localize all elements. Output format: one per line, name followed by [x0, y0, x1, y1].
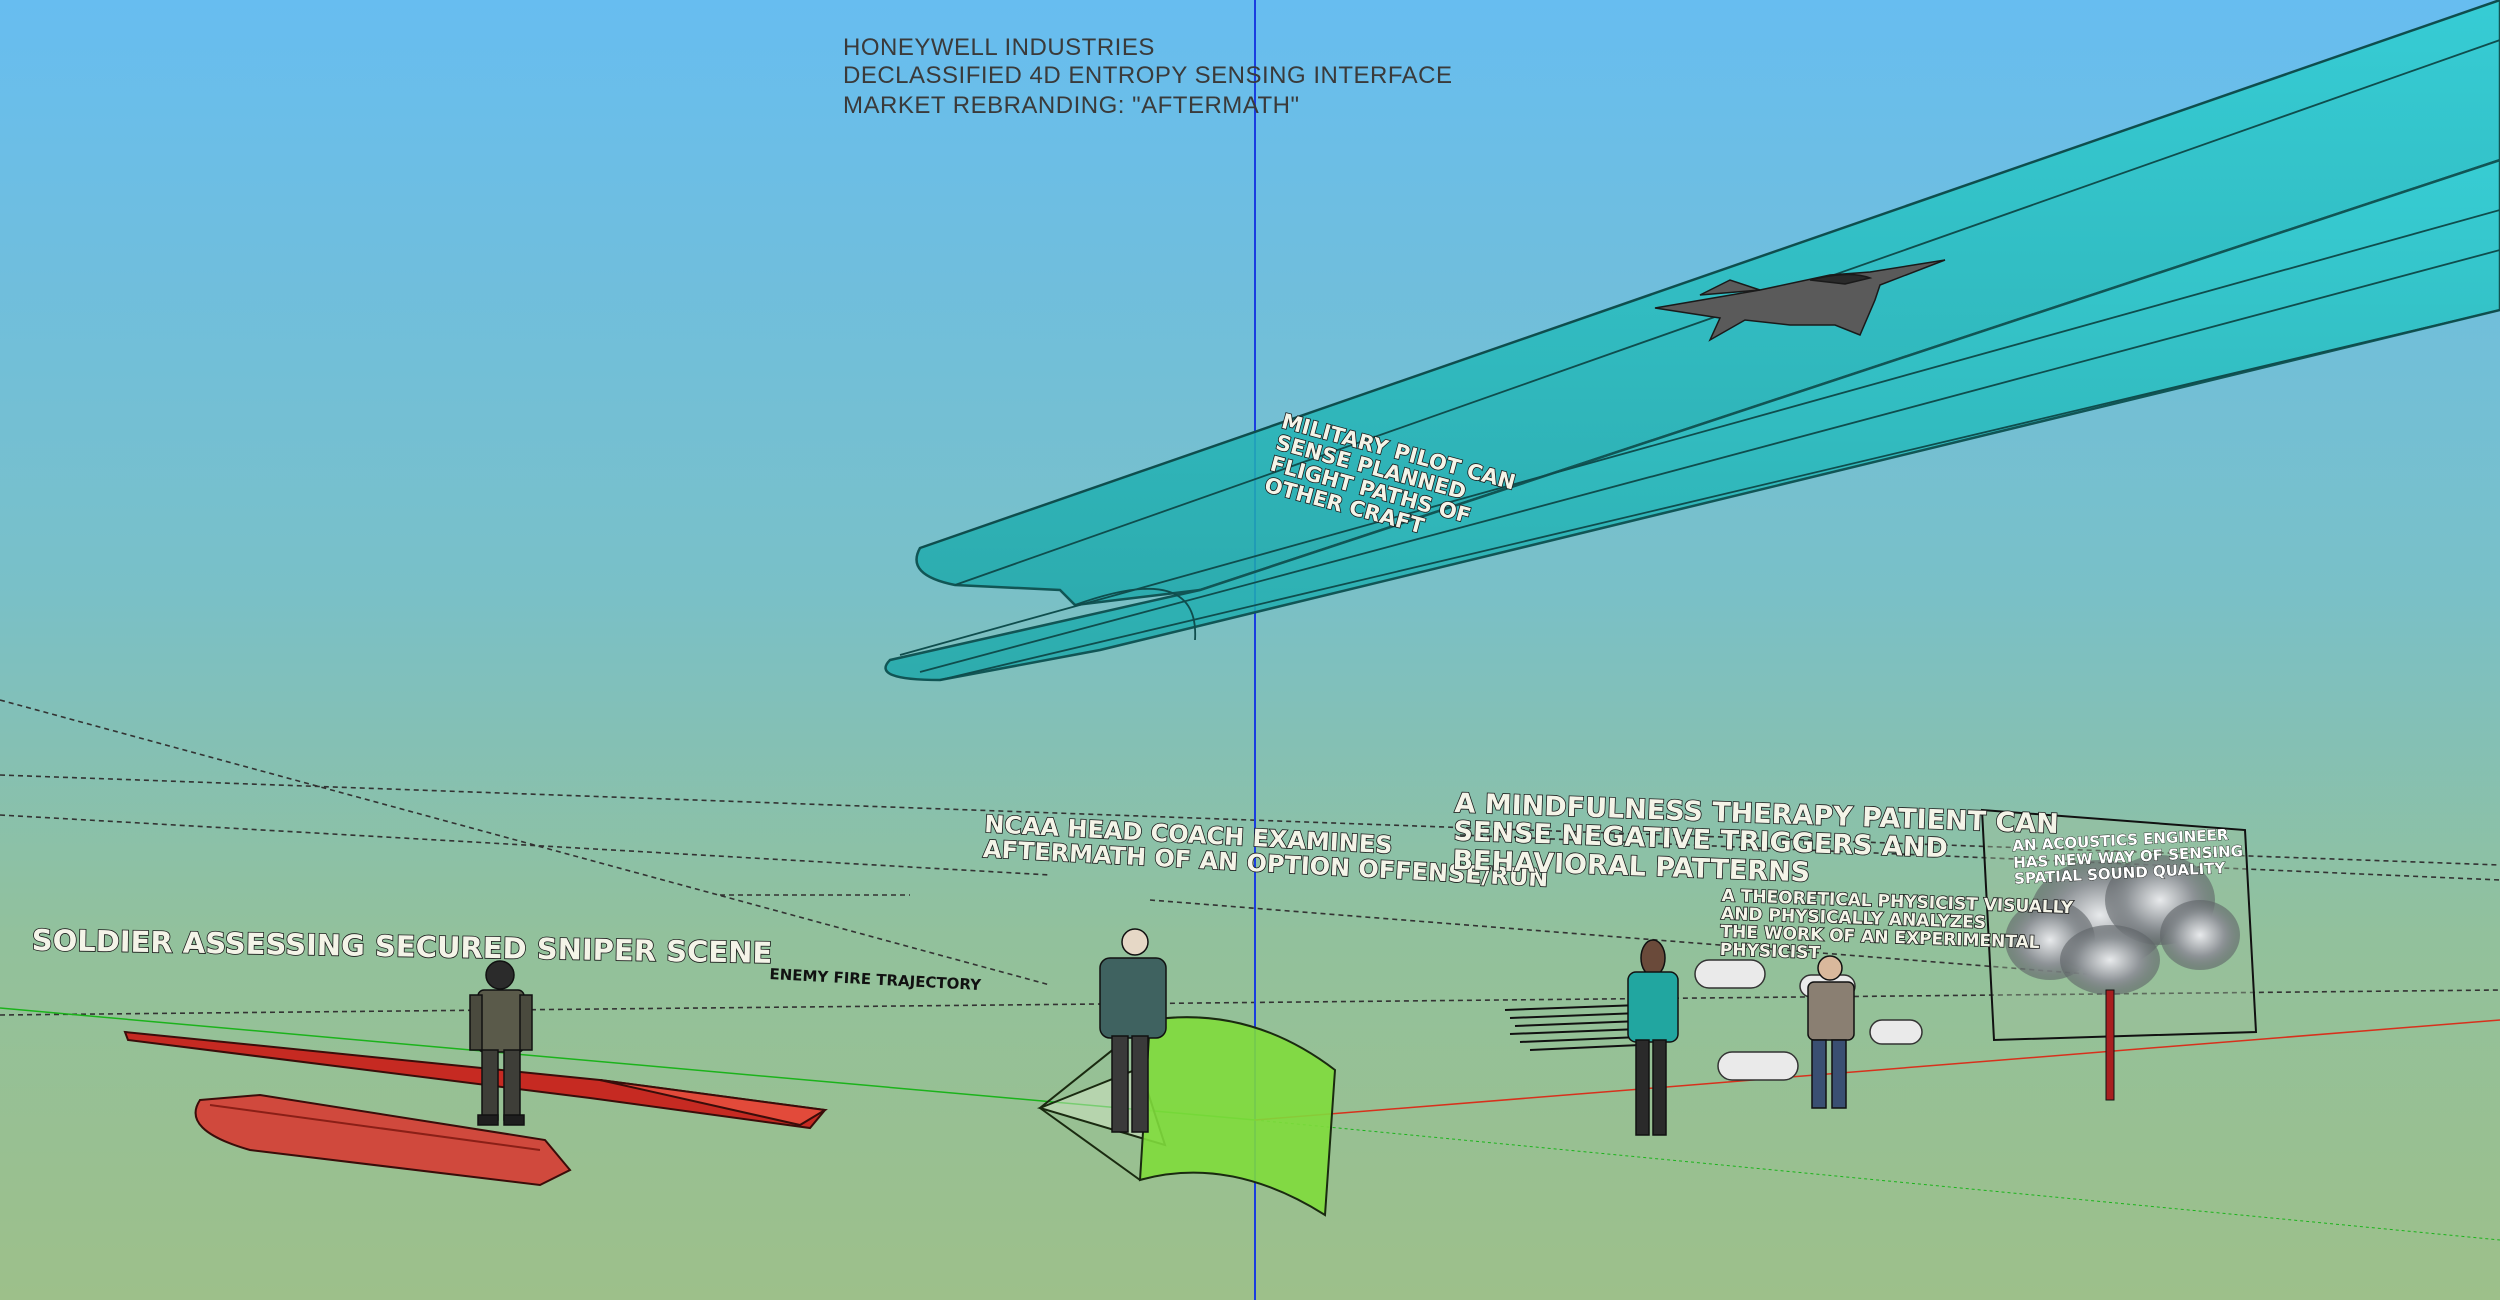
sound-smoke-cloud: [2005, 855, 2240, 995]
physicist-figure: [1807, 955, 1855, 1109]
patient-figure: [1627, 939, 1679, 1136]
guide-lines: [0, 699, 2500, 1016]
acoustics-stand: [2105, 989, 2115, 1101]
header-line-company: HONEYWELL INDUSTRIES: [843, 34, 1155, 61]
fighter-jet: [1654, 259, 1946, 342]
trigger-pattern-lines: [1504, 1004, 1641, 1051]
green-axis: [0, 1007, 1256, 1121]
tube-edges: [899, 0, 2500, 681]
header-line-rebranding: MARKET REBRANDING: "AFTERMATH": [843, 92, 1300, 119]
sniper-trajectory: [123, 1030, 828, 1187]
physicist-label[interactable]: A THEORETICAL PHYSICIST VISUALLY AND PHY…: [1719, 885, 2075, 964]
red-axis: [1254, 1019, 2500, 1121]
header-line-interface: DECLASSIFIED 4D ENTROPY SENSING INTERFAC…: [843, 62, 1453, 89]
coach-figure: [1099, 928, 1167, 1133]
green-axis-extension: [1254, 1119, 2500, 1241]
soldier-figure: [469, 960, 533, 1126]
